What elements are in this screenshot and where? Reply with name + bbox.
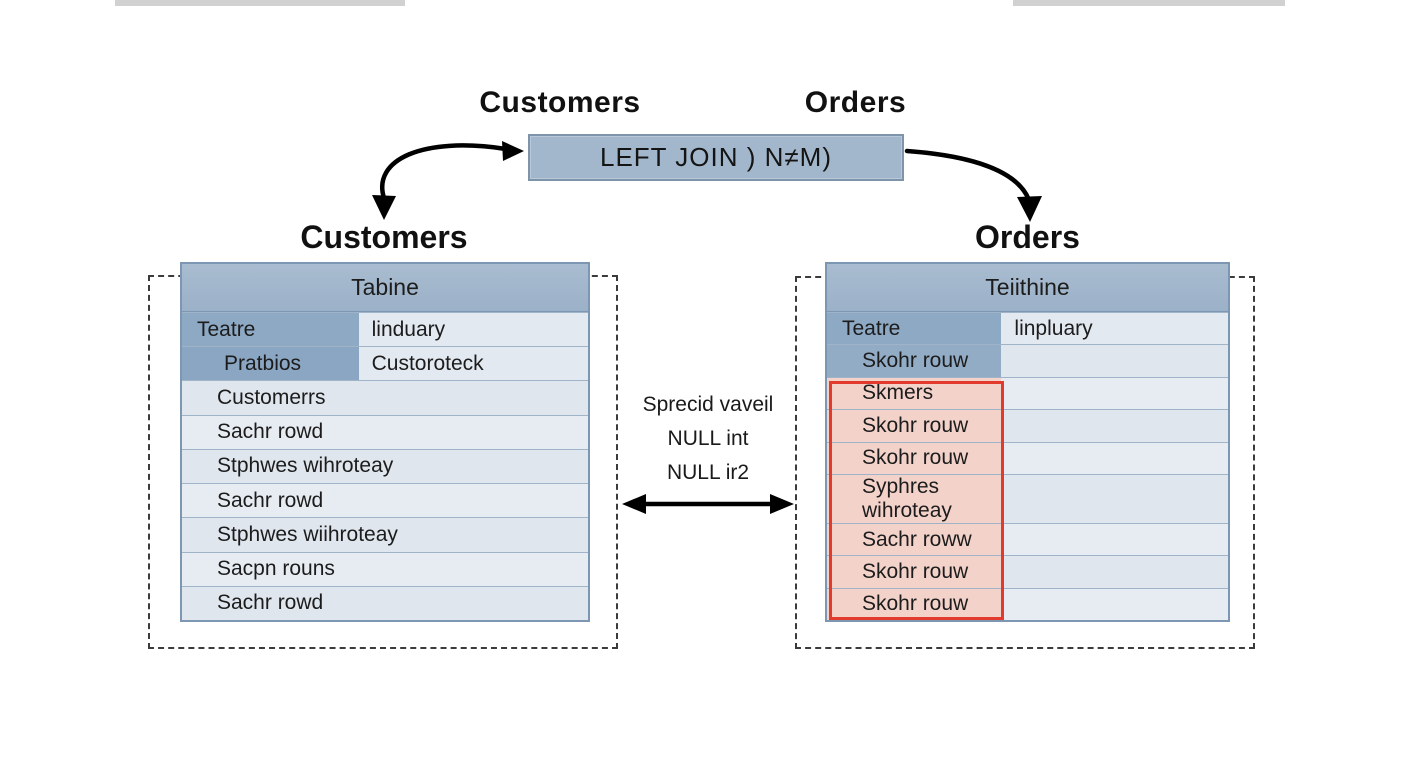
annotation-line: NULL int: [667, 427, 749, 450]
value-cell: [1001, 377, 1228, 410]
table-row-highlighted: Skohr rouw: [827, 409, 1228, 442]
value-cell: linpluary: [1001, 313, 1228, 345]
row-label: Sachr rowd: [182, 415, 588, 449]
right-table-title: Orders: [975, 219, 1080, 255]
value-cell: [1001, 588, 1228, 620]
value-cell: [1001, 474, 1228, 523]
row-label: Customerrs: [182, 381, 588, 415]
annotation-line: Sprecid vaveil: [642, 393, 774, 416]
table-row-highlighted: Skohr rouw: [827, 587, 1228, 620]
key-cell: Pratbios: [182, 347, 359, 381]
value-cell: linduary: [358, 313, 588, 347]
tables-relation-arrow: [622, 494, 794, 514]
row-label: Stphwes wiihroteay: [182, 518, 588, 552]
table-row: Teatre linpluary: [827, 312, 1228, 345]
join-orders-arrow: [904, 148, 1042, 222]
value-cell: [1001, 410, 1228, 442]
customers-table: Tabine Teatre linduary Pratbios Custorot…: [180, 262, 590, 622]
row-label: Skohr rouw: [827, 410, 1002, 442]
value-cell: [1001, 345, 1228, 377]
table-row-highlighted: Skmers: [827, 376, 1228, 410]
left-join-box: LEFT JOIN ) N≠M): [528, 134, 904, 181]
row-label: Stphwes wihroteay: [182, 449, 588, 484]
cropped-artifact-bar-right: [1013, 0, 1285, 6]
table-row: Sacpn rouns: [182, 551, 588, 586]
table-row: Sachr rowd: [182, 585, 588, 620]
row-label: Sacpn rouns: [182, 552, 588, 586]
value-cell: [1001, 556, 1228, 588]
key-cell: Teatre: [182, 313, 359, 347]
orders-table-header: Teiithine: [827, 264, 1228, 312]
table-row: Sachr rowd: [182, 483, 588, 518]
orders-table: Teiithine Teatre linpluary Skohr rouw Sk…: [825, 262, 1230, 622]
customers-join-arrow: [372, 141, 524, 220]
table-row: Stphwes wihroteay: [182, 448, 588, 484]
table-row-highlighted: Skohr rouw: [827, 555, 1228, 588]
table-row: Pratbios Custoroteck: [182, 346, 588, 381]
join-annotation: Sprecid vaveil NULL int NULL ir2: [608, 388, 808, 490]
table-row-highlighted: Skohr rouw: [827, 441, 1228, 474]
table-row-highlighted: Sachr roww: [827, 522, 1228, 556]
value-cell: [1001, 442, 1228, 474]
key-cell: Teatre: [827, 313, 1002, 345]
row-label: Skohr rouw: [827, 588, 1002, 620]
row-label: Skohr rouw: [827, 556, 1002, 588]
row-label: Sachr rowd: [182, 484, 588, 518]
cropped-artifact-bar-left: [115, 0, 405, 6]
value-cell: Custoroteck: [358, 347, 588, 381]
table-row: Sachr rowd: [182, 414, 588, 449]
value-cell: [1001, 523, 1228, 556]
customers-table-header: Tabine: [182, 264, 588, 312]
table-row-highlighted: Syphres wihroteay: [827, 473, 1228, 523]
table-row: Skohr rouw: [827, 344, 1228, 377]
table-row: Teatre linduary: [182, 312, 588, 347]
annotation-line: NULL ir2: [666, 461, 750, 484]
left-join-label: LEFT JOIN ) N≠M): [599, 142, 832, 172]
row-label: Sachr rowd: [182, 586, 588, 620]
left-table-title: Customers: [300, 219, 468, 255]
row-label: Skohr rouw: [827, 345, 1002, 377]
top-label-orders: Orders: [804, 86, 907, 119]
top-label-customers: Customers: [479, 86, 641, 119]
row-label: Syphres wihroteay: [827, 474, 1002, 523]
row-label: Sachr roww: [827, 523, 1002, 556]
table-row: Stphwes wiihroteay: [182, 517, 588, 552]
table-row: Customerrs: [182, 380, 588, 415]
row-label: Skohr rouw: [827, 442, 1002, 474]
row-label: Skmers: [827, 377, 1002, 410]
